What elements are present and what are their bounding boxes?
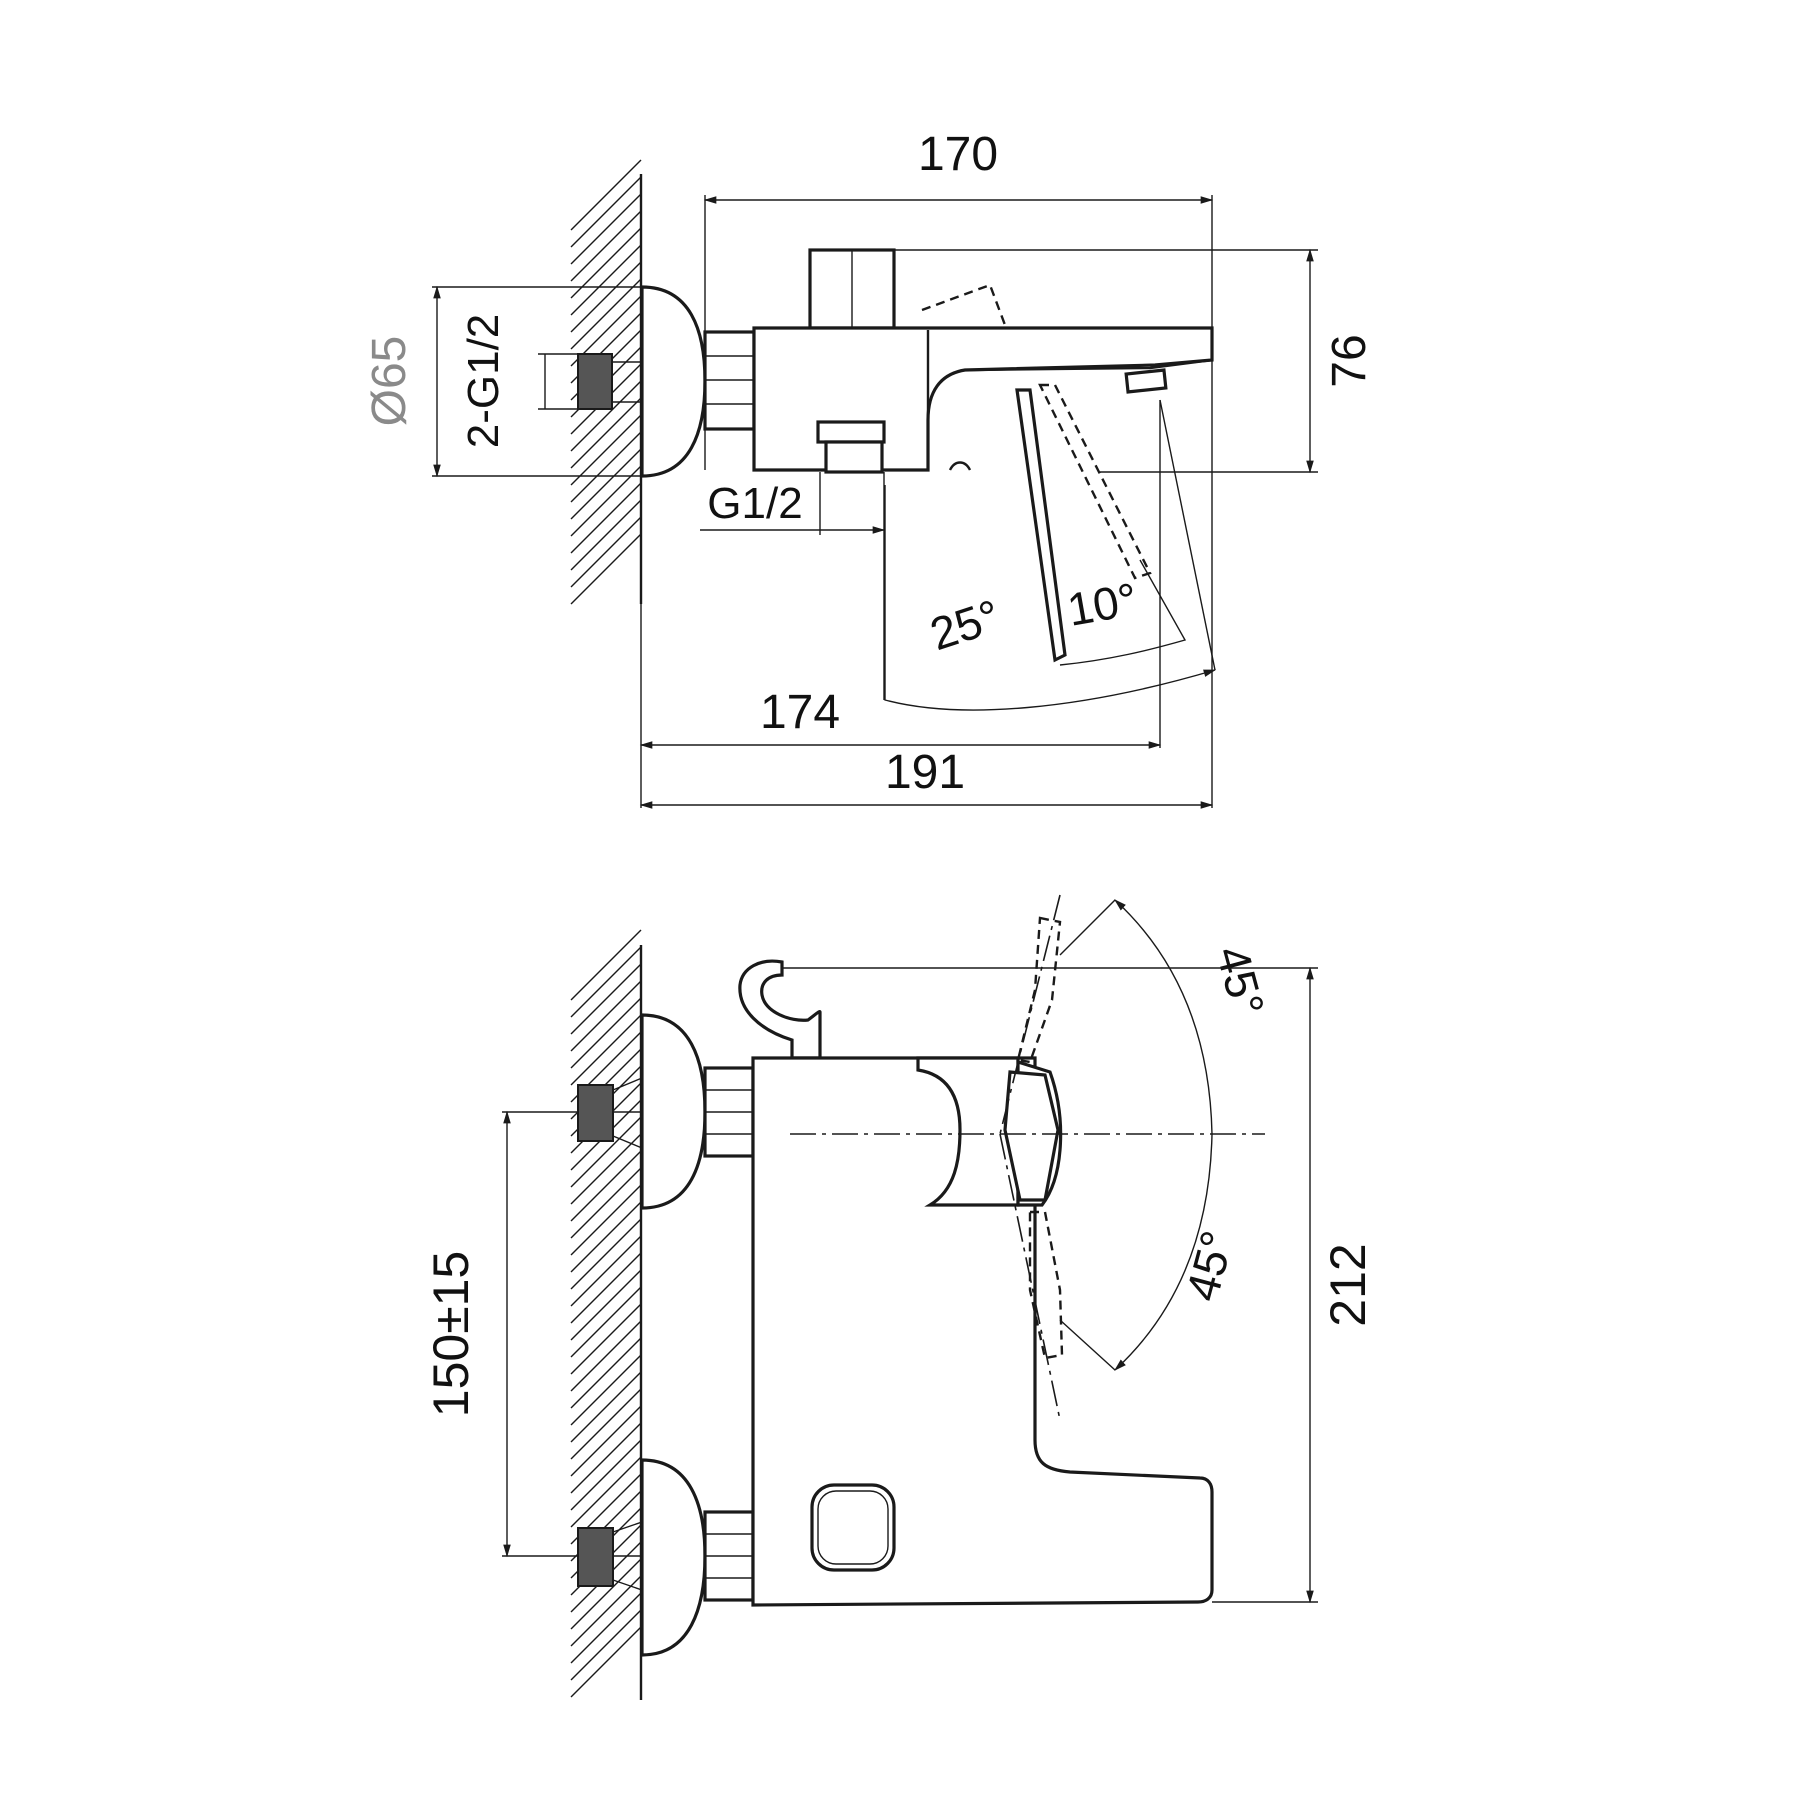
inlet-thread-label: 2-G1/2 (459, 314, 508, 449)
spout-outline-top (964, 358, 1213, 372)
wall-hatch-line (570, 1371, 642, 1443)
wall-hatch-line (570, 278, 642, 350)
wall-hatch-line (570, 176, 642, 248)
lever-top (1015, 388, 1067, 663)
wall-hatch-line (570, 1150, 642, 1222)
wall-hatch-line (570, 1354, 642, 1426)
wall-hatch-line (570, 1116, 642, 1188)
wall-hatch-line (570, 1235, 642, 1307)
wall-hatch-line (570, 1303, 642, 1375)
wall-hatch-line (570, 1405, 642, 1477)
rotation-up-label: 45° (1206, 941, 1274, 1022)
wall-hatch-line (570, 465, 642, 537)
wall-hatch-line (570, 261, 642, 333)
flange-lower (640, 1458, 707, 1657)
wall-hatch-line (570, 997, 642, 1069)
handle-rotated-up (1016, 916, 1062, 1064)
wall-hatch-line (570, 1252, 642, 1324)
inlet-fitting-upper (577, 1077, 643, 1149)
wall-hatch-line (570, 1184, 642, 1256)
shower-outlet-top (816, 420, 886, 474)
connector-nut-lower (703, 1510, 755, 1602)
dim-191: 191 (639, 360, 1214, 809)
shower-holder-hook (738, 959, 822, 1060)
dim-191-label: 191 (885, 746, 965, 799)
wall-hatch-line (570, 929, 642, 1001)
diverter-knob-top (808, 248, 896, 330)
aerator-top (1124, 368, 1168, 394)
wall-hatch-line (570, 499, 642, 571)
wall-hatch-line (570, 159, 642, 231)
spout-angle-label: 25° (924, 589, 1006, 660)
lever-angle-label: 10° (1063, 573, 1141, 636)
wall-hatch-line (570, 533, 642, 605)
wall-hatch-line (570, 1609, 642, 1681)
wall-hatch-line (570, 414, 642, 486)
flange-upper (640, 1013, 707, 1210)
wall-hatch-line (570, 946, 642, 1018)
front-view: 45° 45° 150±15 212 (423, 894, 1376, 1700)
wall-hatch-line (570, 1575, 642, 1647)
dim-174-label: 174 (760, 686, 840, 739)
mixer-body-top (752, 326, 1214, 472)
mixer-body-front (751, 1056, 1214, 1607)
wall-hatch-line (570, 1320, 642, 1392)
inlet-fitting-lower (577, 1521, 643, 1591)
wall-hatch-line (570, 1167, 642, 1239)
wall-hatch-line (570, 963, 642, 1035)
dim-212-label: 212 (1320, 1243, 1376, 1326)
cartridge-housing (916, 1056, 1020, 1207)
dim-76: 76 (894, 248, 1376, 474)
wall-hatch-line (570, 210, 642, 282)
flange-diameter-label: Ø65 (363, 336, 416, 427)
wall-hatch-line (570, 448, 642, 520)
wall-hatch-line (570, 980, 642, 1052)
connector-nut-upper (703, 1066, 755, 1158)
rotation-down-label: 45° (1175, 1226, 1243, 1307)
connector-nut-top (703, 330, 756, 431)
wall-hatch-line (570, 516, 642, 588)
wall-hatch-line (570, 244, 642, 316)
wall-hatch-line (570, 1439, 642, 1511)
diverter-button (810, 1483, 896, 1572)
dim-centres: 150±15 (423, 1110, 578, 1558)
dim-170: 170 (703, 128, 1214, 470)
wall-hatch-line (570, 1337, 642, 1409)
dim-212: 212 (782, 966, 1376, 1604)
outlet-thread-label: G1/2 (707, 479, 802, 528)
wall-hatch-line (570, 1456, 642, 1528)
top-view: 170 76 Ø65 2-G1/2 G1/2 (363, 128, 1376, 809)
wall-hatch-line (570, 1558, 642, 1630)
flange-top (640, 285, 707, 478)
dim-inlet-thread: 2-G1/2 (459, 314, 578, 449)
lever-rotated-top (1038, 383, 1152, 580)
wall-hatch-line (570, 1218, 642, 1290)
dim-outlet-thread: G1/2 (700, 472, 886, 700)
centres-label: 150±15 (423, 1251, 479, 1417)
wall-hatch-line (570, 397, 642, 469)
wall-hatch-line (570, 1201, 642, 1273)
wall-hatch-line (570, 482, 642, 554)
dim-170-label: 170 (918, 128, 998, 181)
wall-hatch-line (570, 1133, 642, 1205)
wall-hatch-line (570, 1422, 642, 1494)
inlet-fitting-top (577, 353, 642, 410)
dim-76-label: 76 (1323, 334, 1376, 387)
wall-hatch-line (570, 1592, 642, 1664)
wall-hatch-line (570, 1388, 642, 1460)
handle-rotated-down (1028, 1210, 1064, 1360)
wall-hatch-line (570, 1014, 642, 1086)
wall-hatch-line (570, 1286, 642, 1358)
dim-174: 174 (639, 400, 1162, 808)
wall-hatch-line (570, 1269, 642, 1341)
dim-flange-diameter: Ø65 (363, 285, 642, 478)
wall-hatch-line (570, 431, 642, 503)
wall-hatch-line (570, 380, 642, 452)
wall-hatch-line (570, 193, 642, 265)
wall-hatch-line (570, 1626, 642, 1698)
